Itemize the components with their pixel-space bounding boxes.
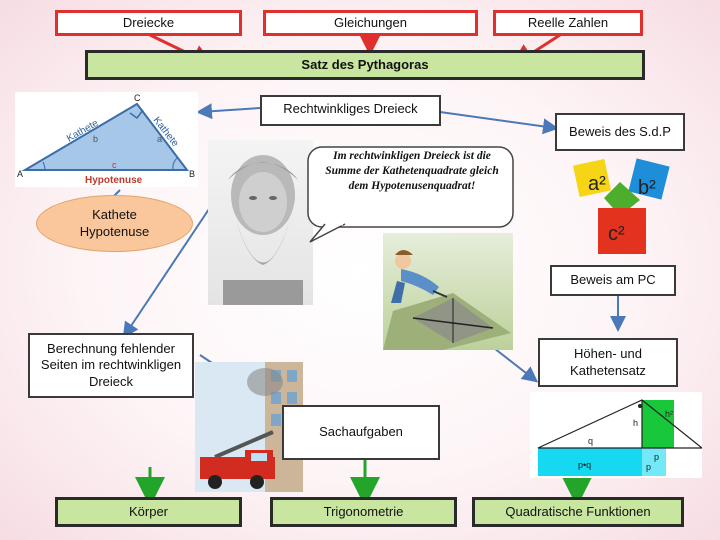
side-a-label: a xyxy=(157,134,162,144)
hoehe-h2-label: h² xyxy=(665,409,673,419)
pythagoras-squares: a² b² c² xyxy=(573,158,670,254)
nav-gleichungen-label: Gleichungen xyxy=(334,14,407,30)
vertex-b: B xyxy=(189,169,195,179)
beweis-pc-box[interactable]: Beweis am PC xyxy=(550,265,676,296)
square-a2-label: a² xyxy=(588,173,606,195)
nav-koerper[interactable]: Körper xyxy=(55,497,242,527)
side-c-label: c xyxy=(112,160,117,170)
nav-dreiecke[interactable]: Dreiecke xyxy=(55,10,242,36)
bust-illustration xyxy=(223,155,303,305)
nav-trigonometrie-label: Trigonometrie xyxy=(323,503,404,519)
nav-quadratische-label: Quadratische Funktionen xyxy=(505,503,651,519)
nav-quadratische[interactable]: Quadratische Funktionen xyxy=(472,497,684,527)
hoehe-pq-label: p•q xyxy=(578,460,591,470)
beweis-pc-label: Beweis am PC xyxy=(570,272,656,288)
nav-koerper-label: Körper xyxy=(128,503,169,519)
hoehe-h-label: h xyxy=(633,418,638,428)
center-title-label: Satz des Pythagoras xyxy=(301,56,429,72)
pythagoras-bust xyxy=(208,140,313,305)
sachaufgaben-label: Sachaufgaben xyxy=(319,424,403,440)
nav-reelle-zahlen-label: Reelle Zahlen xyxy=(527,14,609,30)
quote-text: Im rechtwinkligen Dreieck ist die Summe … xyxy=(325,150,499,192)
line-to-beweis xyxy=(439,111,559,135)
speech-bubble xyxy=(307,146,514,243)
kathete-hypotenuse-ellipse[interactable]: Kathete Hypotenuse xyxy=(36,195,193,252)
beweis-sdp-box[interactable]: Beweis des S.d.P xyxy=(555,113,685,151)
hypotenuse-label: Hypotenuse xyxy=(85,175,143,186)
hoehe-p-label: p xyxy=(654,452,659,462)
rechtwinkliges-dreieck-box[interactable]: Rechtwinkliges Dreieck xyxy=(260,95,441,126)
nav-reelle-zahlen[interactable]: Reelle Zahlen xyxy=(493,10,643,36)
vertex-c: C xyxy=(134,93,141,103)
nav-gleichungen[interactable]: Gleichungen xyxy=(263,10,478,36)
rechtwinkliges-dreieck-label: Rechtwinkliges Dreieck xyxy=(283,101,418,116)
side-b-label: b xyxy=(93,134,98,144)
woman-illustration xyxy=(383,250,511,350)
triangle-image: A B C Kathete Kathete b a c Hypotenuse xyxy=(15,92,198,187)
hoehe-q-label: q xyxy=(588,436,593,446)
beweis-sdp-label: Beweis des S.d.P xyxy=(569,123,671,139)
berechnung-label: Berechnung fehlender Seiten im rechtwink… xyxy=(40,341,182,389)
hoehen-kathetensatz-box[interactable]: Höhen- und Kathetensatz xyxy=(538,338,678,387)
right-triangle-figure: A B C Kathete Kathete b a c Hypotenuse xyxy=(17,93,195,186)
nav-trigonometrie[interactable]: Trigonometrie xyxy=(270,497,457,527)
hoehe-p2-label: p xyxy=(646,462,651,472)
hoehensatz-illustration: h² h q p p•q p xyxy=(537,399,702,476)
vertex-a: A xyxy=(17,169,23,179)
line-to-dreieck-img xyxy=(196,103,261,120)
berechnung-box[interactable]: Berechnung fehlender Seiten im rechtwink… xyxy=(28,333,194,398)
square-b2-label: b² xyxy=(638,177,656,199)
squares-figure: a² b² c² xyxy=(560,158,678,258)
woman-drawing-image xyxy=(383,233,513,350)
hoehen-kathetensatz-label: Höhen- und Kathetensatz xyxy=(570,346,646,378)
nav-dreiecke-label: Dreiecke xyxy=(122,14,175,30)
sachaufgaben-box[interactable]: Sachaufgaben xyxy=(282,405,440,460)
hoehensatz-figure: h² h q p p•q p xyxy=(530,392,702,478)
square-c2-label: c² xyxy=(608,223,625,245)
kathete-hypotenuse-label: Kathete Hypotenuse xyxy=(79,207,150,239)
center-title: Satz des Pythagoras xyxy=(85,50,645,80)
